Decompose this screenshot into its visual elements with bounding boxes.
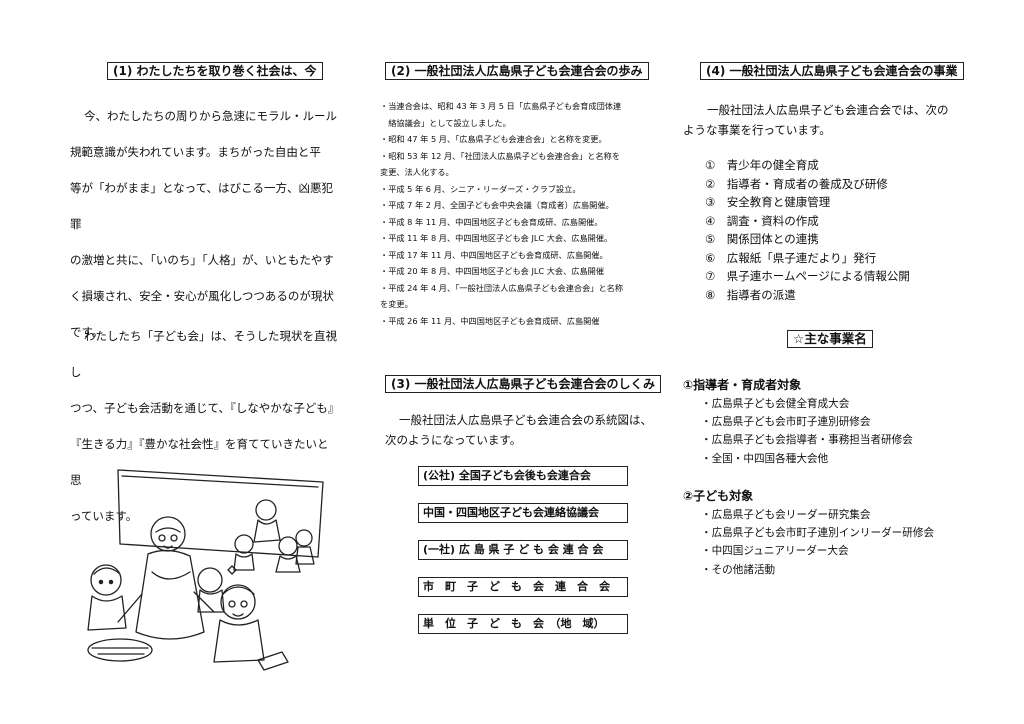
history-item: を変更。 bbox=[380, 299, 413, 309]
p1-line: です。 bbox=[70, 325, 104, 339]
section-4-heading: (4) 一般社団法人広島県子ども会連合会の事業 bbox=[700, 62, 964, 80]
history-item: 絡協議会」として設立しました。 bbox=[380, 117, 511, 128]
org-box-regional: 中国・四国地区子ども会連絡協議会 bbox=[418, 503, 628, 523]
business-item: ⑤ 関係団体との連携 bbox=[705, 232, 819, 246]
history-item: ・昭和 53 年 12 月、「社団法人広島県子ども会連合会」と名称を bbox=[380, 150, 621, 161]
history-item: 変更、法人化する。 bbox=[380, 167, 454, 177]
group-1-item: ・全国・中四国各種大会他 bbox=[701, 452, 829, 465]
org-box-national: (公社) 全国子ども会後も会連合会 bbox=[418, 466, 628, 486]
paragraph-1: 今、わたしたちの周りから急速にモラル・ルール 規範意識が失われています。まちがっ… bbox=[70, 98, 340, 350]
teacher-body-shape bbox=[135, 549, 205, 640]
p2-line: つつ、子ども会活動を通じて、『しなやかな子ども』 bbox=[70, 401, 340, 415]
chalkboard-shape bbox=[117, 469, 324, 558]
p2-line: わたしたち「子ども会」は、そうした現状を直視し bbox=[70, 329, 337, 379]
p1-line: く損壊され、安全・安心が風化しつつあるのが現状 bbox=[70, 289, 334, 303]
history-item: ・平成 11 年 8 月、中四国地区子ども会 JLC 大会、広島開催。 bbox=[380, 233, 613, 243]
child-head-shape bbox=[90, 564, 122, 596]
child-head-shape bbox=[234, 534, 254, 554]
business-item: ⑦ 県子連ホームページによる情報公開 bbox=[705, 269, 910, 283]
structure-intro: 一般社団法人広島県子ども会連合会の系統図は、 次のようになっています。 bbox=[385, 410, 652, 450]
basket-shape bbox=[87, 638, 153, 662]
group-2: ②子ども対象 ・広島県子ども会リーダー研究集会 ・広島県子ども会市町子連別インリ… bbox=[683, 486, 983, 579]
business-list: ① 青少年の健全育成 ② 指導者・育成者の養成及び研修 ③ 安全教育と健康管理 … bbox=[705, 156, 1005, 304]
history-list: ・当連合会は、昭和 43 年 3 月 5 日「広島県子ども会育成団体連 絡協議会… bbox=[380, 98, 665, 329]
p1-line: 等が「わがまま」となって、はびこる一方、凶悪犯罪 bbox=[70, 181, 334, 231]
history-item: ・平成 5 年 6 月、シニア・リーダーズ・クラブ設立。 bbox=[380, 183, 581, 194]
history-item: ・平成 17 年 11 月、中四国地区子ども会育成研、広島開催。 bbox=[380, 249, 608, 260]
p1-line: 今、わたしたちの周りから急速にモラル・ルール bbox=[84, 109, 337, 123]
child-head-shape bbox=[255, 499, 277, 521]
child-head-shape bbox=[220, 584, 256, 620]
section-3-heading: (3) 一般社団法人広島県子ども会連合会のしくみ bbox=[385, 375, 661, 393]
intro-line: 一般社団法人広島県子ども会連合会では、次の bbox=[707, 103, 949, 117]
business-item: ⑧ 指導者の派遣 bbox=[705, 287, 796, 302]
org-box-municipal: 市 町 子 ど も 会 連 合 会 bbox=[418, 577, 628, 597]
history-item: ・昭和 47 年 5 月、「広島県子ども会連合会」と名称を変更。 bbox=[380, 134, 607, 144]
child-head-shape bbox=[197, 567, 223, 593]
children-illustration bbox=[87, 469, 324, 671]
history-item: ・平成 8 年 11 月、中四国地区子ども会育成研、広島開催。 bbox=[380, 216, 603, 227]
group-2-title: ②子ども対象 bbox=[683, 489, 754, 503]
child-head-shape bbox=[295, 529, 313, 547]
business-item: ④ 調査・資料の作成 bbox=[705, 213, 819, 228]
history-item: ・平成 7 年 2 月、全国子ども会中央会議（育成者）広島開催。 bbox=[380, 200, 614, 210]
business-item: ⑥ 広報紙「県子連だより」発行 bbox=[705, 250, 877, 265]
group-1-item: ・広島県子ども会指導者・事務担当者研修会 bbox=[701, 434, 913, 447]
history-item: ・平成 24 年 4 月、「一般社団法人広島県子ども会連合会」と名称 bbox=[380, 282, 624, 293]
group-2-item: ・その他諸活動 bbox=[701, 563, 776, 576]
org-box-unit: 単 位 子 ど も 会 （地 域） bbox=[418, 614, 628, 634]
teacher-head-shape bbox=[150, 516, 186, 552]
intro-line: 次のようになっています。 bbox=[385, 433, 522, 447]
p1-line: 規範意識が失われています。まちがった自由と平 bbox=[70, 145, 321, 159]
p1-line: の激増と共に、「いのち」「人格」が、いともたやす bbox=[70, 253, 334, 267]
p2-line: っています。 bbox=[70, 509, 138, 523]
group-2-item: ・中四国ジュニアリーダー大会 bbox=[701, 545, 849, 558]
group-1-item: ・広島県子ども会健全育成大会 bbox=[701, 398, 850, 410]
business-item: ② 指導者・育成者の養成及び研修 bbox=[705, 176, 888, 191]
section-2-heading: (2) 一般社団法人広島県子ども会連合会の歩み bbox=[385, 62, 649, 80]
section-1-heading: (1) わたしたちを取り巻く社会は、今 bbox=[107, 62, 323, 80]
history-item: ・平成 20 年 8 月、中四国地区子ども会 JLC 大会、広島開催 bbox=[380, 266, 605, 276]
group-1-item: ・広島県子ども会市町子連別研修会 bbox=[701, 416, 871, 429]
group-1: ①指導者・育成者対象 ・広島県子ども会健全育成大会 ・広島県子ども会市町子連別研… bbox=[683, 375, 983, 468]
p2-line: 『生きる力』『豊かな社会性』を育てていきたいと思 bbox=[70, 437, 329, 487]
business-item: ① 青少年の健全育成 bbox=[705, 158, 819, 172]
group-2-item: ・広島県子ども会市町子連別インリーダー研修会 bbox=[701, 527, 935, 540]
intro-line: ような事業を行っています。 bbox=[683, 123, 831, 137]
business-intro: 一般社団法人広島県子ども会連合会では、次の ような事業を行っています。 bbox=[683, 100, 983, 140]
intro-line: 一般社団法人広島県子ども会連合会の系統図は、 bbox=[399, 413, 652, 427]
group-2-item: ・広島県子ども会リーダー研究集会 bbox=[701, 509, 871, 521]
paragraph-2: わたしたち「子ども会」は、そうした現状を直視し つつ、子ども会活動を通じて、『し… bbox=[70, 318, 340, 534]
child-head-shape bbox=[278, 536, 298, 556]
history-item: ・平成 26 年 11 月、中四国地区子ども会育成研、広島開催 bbox=[380, 315, 600, 326]
org-box-prefectural: (一社) 広 島 県 子 ど も 会 連 合 会 bbox=[418, 540, 628, 560]
business-item: ③ 安全教育と健康管理 bbox=[705, 195, 831, 209]
group-1-title: ①指導者・育成者対象 bbox=[683, 378, 802, 392]
history-item: ・当連合会は、昭和 43 年 3 月 5 日「広島県子ども会育成団体連 bbox=[380, 101, 622, 111]
main-business-label: ☆主な事業名 bbox=[787, 330, 873, 348]
